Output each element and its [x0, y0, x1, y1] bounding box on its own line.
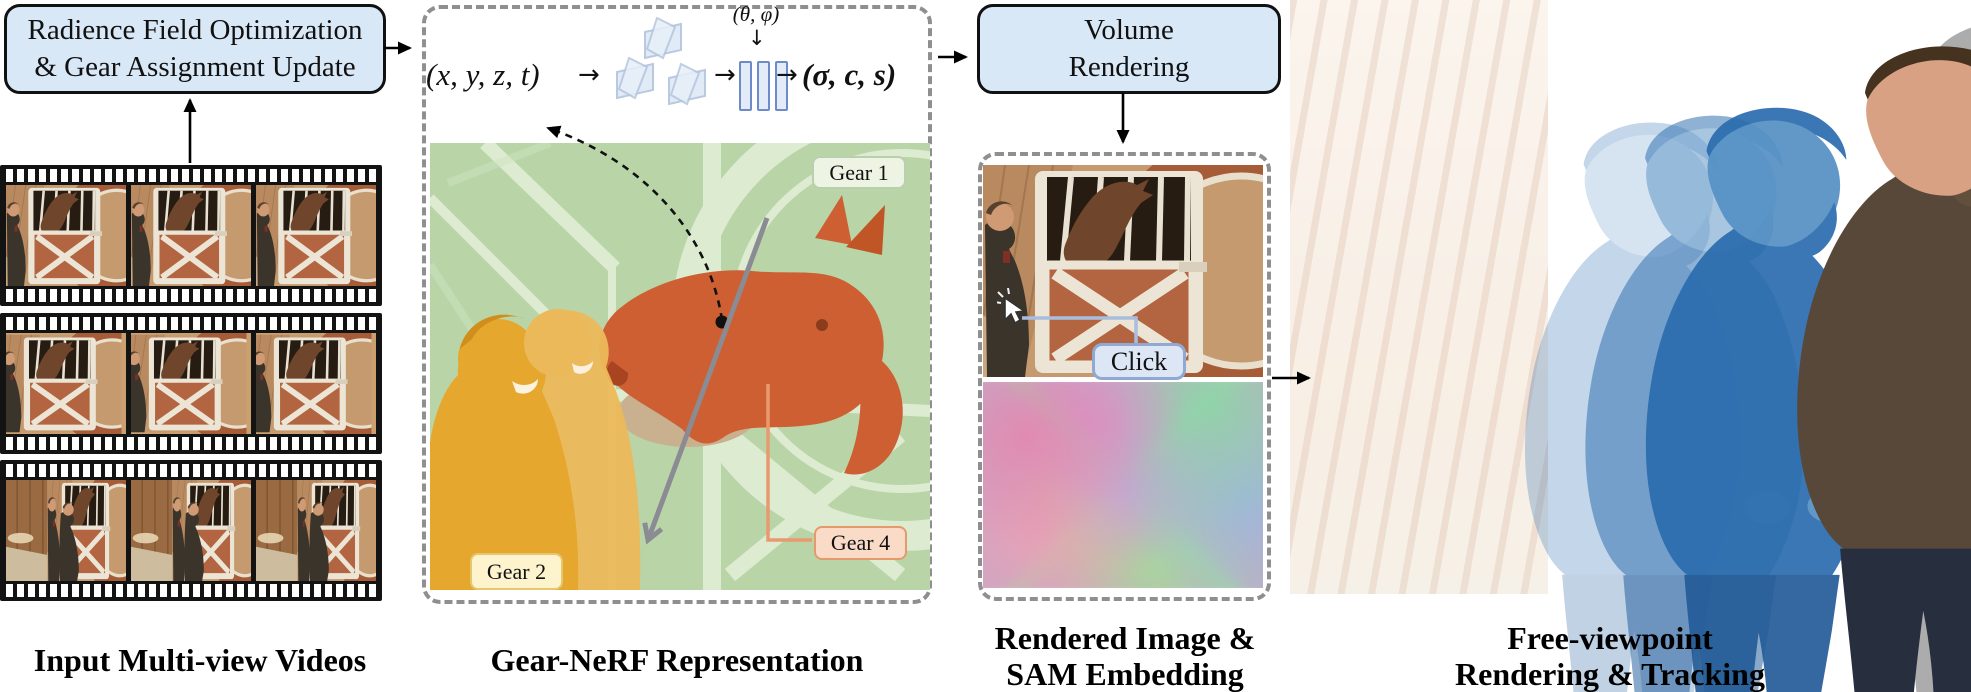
- film-sprockets: [6, 437, 376, 450]
- film-sprockets: [6, 169, 376, 182]
- mlp-icon: [739, 61, 788, 111]
- film-strip-view1: [0, 165, 382, 306]
- gear1-label: Gear 1: [812, 156, 906, 189]
- film-sprockets: [6, 289, 376, 302]
- arrow-right-icon: →: [776, 60, 798, 90]
- gear-segmentation-image: [430, 143, 930, 590]
- formula-input: (x, y, z, t): [426, 57, 540, 92]
- film-sprockets: [6, 317, 376, 330]
- film-sprockets: [6, 464, 376, 477]
- arrow-down-icon: ↓: [748, 26, 766, 50]
- film-strip-view2: [0, 313, 382, 454]
- radiance-box-line1: Radience Field Optimization: [27, 14, 363, 46]
- arrow-right-icon: →: [714, 60, 736, 90]
- arrow-right-icon: →: [578, 60, 600, 90]
- caption-rendered-sam: Rendered Image & SAM Embedding: [994, 620, 1256, 692]
- sam-embedding-image: [983, 382, 1263, 588]
- gear4-label: Gear 4: [814, 526, 907, 560]
- gear2-label: Gear 2: [470, 553, 563, 590]
- radiance-optimization-box: Radience Field Optimization & Gear Assig…: [4, 4, 386, 94]
- caption-gearnerf: Gear-NeRF Representation: [490, 642, 864, 678]
- video-frame: [6, 333, 126, 434]
- caption-freeviewpoint: Free-viewpoint Rendering & Tracking: [1455, 620, 1765, 692]
- caption-input-videos: Input Multi-view Videos: [33, 642, 367, 678]
- cursor-icon: [997, 288, 1027, 325]
- formula-output: (σ, c, s): [802, 57, 897, 92]
- faded-background-render: [1290, 0, 1548, 594]
- radiance-box-line2: & Gear Assignment Update: [34, 51, 356, 83]
- volume-box-line2: Rendering: [1068, 51, 1190, 83]
- film-strip-view3: [0, 460, 382, 601]
- triplane-icon: [616, 17, 706, 105]
- volume-rendering-box: Volume Rendering: [977, 4, 1281, 94]
- formula-view-dirs: (θ, φ): [732, 2, 780, 26]
- gear2-people-region: [430, 309, 641, 590]
- video-frame: [131, 333, 251, 434]
- freeviewpoint-render: [1290, 0, 1971, 692]
- volume-box-line1: Volume: [1084, 14, 1174, 46]
- video-frame: [256, 480, 376, 581]
- film-sprockets: [6, 584, 376, 597]
- video-frame: [6, 480, 126, 581]
- video-frame: [6, 185, 126, 286]
- video-frame: [256, 185, 376, 286]
- click-label: Click: [1092, 343, 1186, 380]
- video-frame: [131, 185, 251, 286]
- video-frame: [256, 333, 376, 434]
- video-frame: [131, 480, 251, 581]
